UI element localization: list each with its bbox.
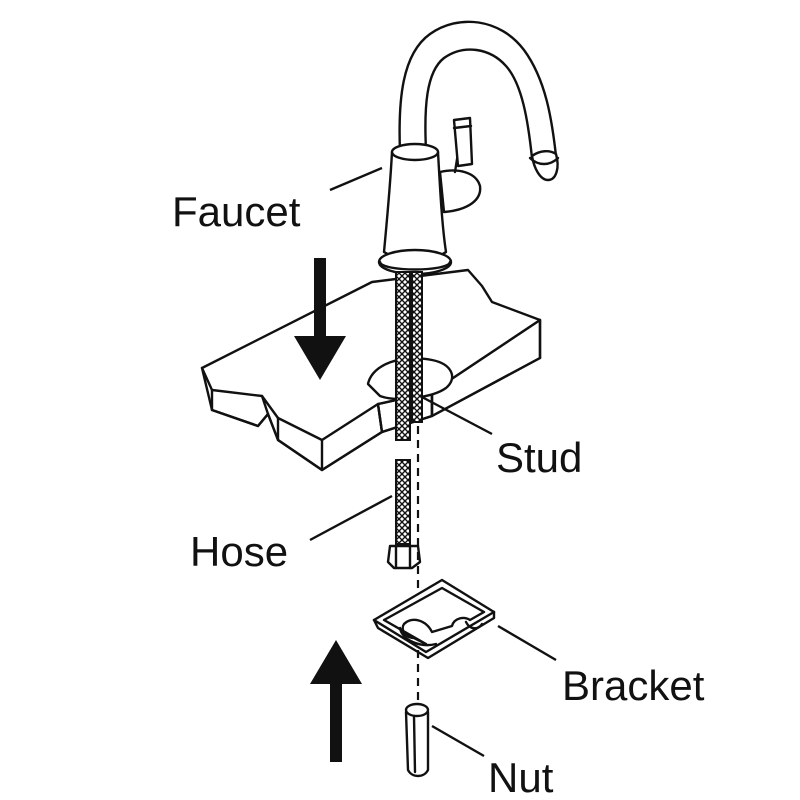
stud-leader — [419, 394, 493, 436]
faucet-label: Faucet — [172, 188, 301, 235]
nut-label: Nut — [488, 754, 554, 800]
hose-lower — [386, 459, 422, 570]
faucet-leader — [329, 166, 383, 192]
faucet — [377, 20, 560, 276]
down-arrow-icon — [294, 258, 346, 380]
hose-label: Hose — [190, 528, 288, 575]
hose-upper — [395, 271, 411, 441]
nut-leader — [431, 724, 485, 758]
nut — [404, 702, 430, 778]
bracket-leader — [497, 624, 557, 662]
hose-leader — [309, 494, 393, 542]
countertop — [200, 268, 542, 472]
bracket — [372, 578, 496, 660]
stud-label: Stud — [496, 434, 582, 481]
bracket-label: Bracket — [562, 662, 705, 709]
up-arrow-icon — [310, 640, 362, 762]
stud-upper — [411, 271, 423, 423]
